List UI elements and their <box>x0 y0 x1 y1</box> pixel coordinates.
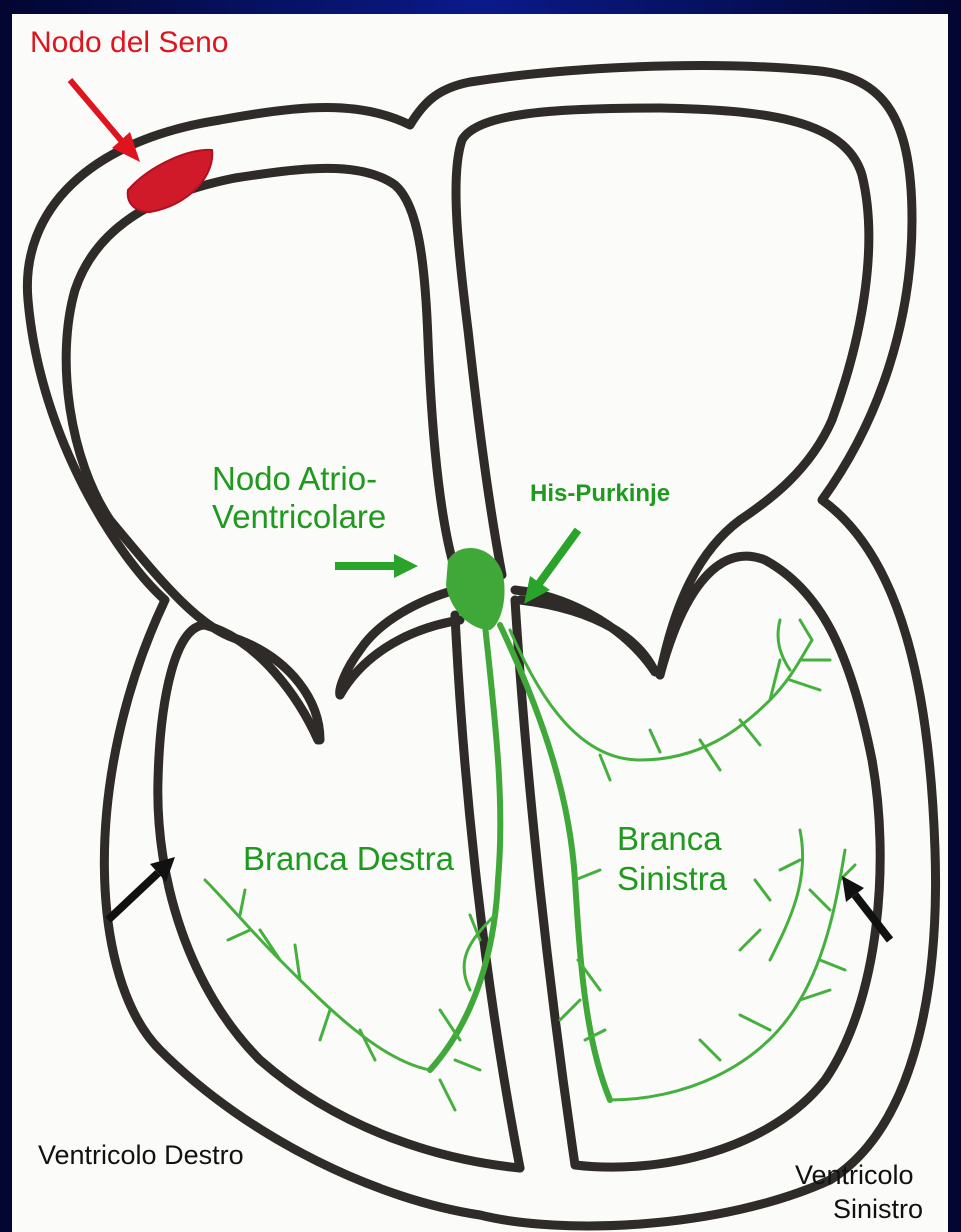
left-bundle-upper-fascicle <box>510 630 812 760</box>
purkinje-right-2 <box>228 890 375 1060</box>
av-node-label-line2: Ventricolare <box>212 498 386 535</box>
his-purkinje-label: His-Purkinje <box>530 480 670 507</box>
left-bundle-label-line1: Branca <box>617 820 722 857</box>
heart-walls <box>27 66 935 1226</box>
mitral-leaflet <box>515 590 655 672</box>
right-bundle-label: Branca Destra <box>243 840 455 877</box>
right-ventricle-label: Ventricolo Destro <box>38 1140 244 1170</box>
av-node-label-line1: Nodo Atrio- <box>212 460 377 497</box>
sa-node-arrow <box>70 80 125 145</box>
his-purkinje-arrow <box>538 530 578 585</box>
right-ventricle-arrow <box>108 873 158 920</box>
av-node-arrow-head <box>394 554 418 578</box>
heart-outer-wall <box>27 66 935 1226</box>
sa-node-marker <box>128 150 213 212</box>
right-ventricle-inner-wall <box>158 625 520 1168</box>
septum-right-wall <box>455 615 520 1168</box>
pointer-arrows <box>70 80 890 940</box>
left-bundle-label-line2: Sinistra <box>617 860 728 897</box>
left-ventricle-label-line2: Sinistro <box>833 1194 923 1224</box>
sa-node-label: Nodo del Seno <box>30 26 229 59</box>
left-ventricle-label-line1: Ventricolo <box>795 1160 914 1190</box>
purkinje-left-3 <box>740 830 803 960</box>
